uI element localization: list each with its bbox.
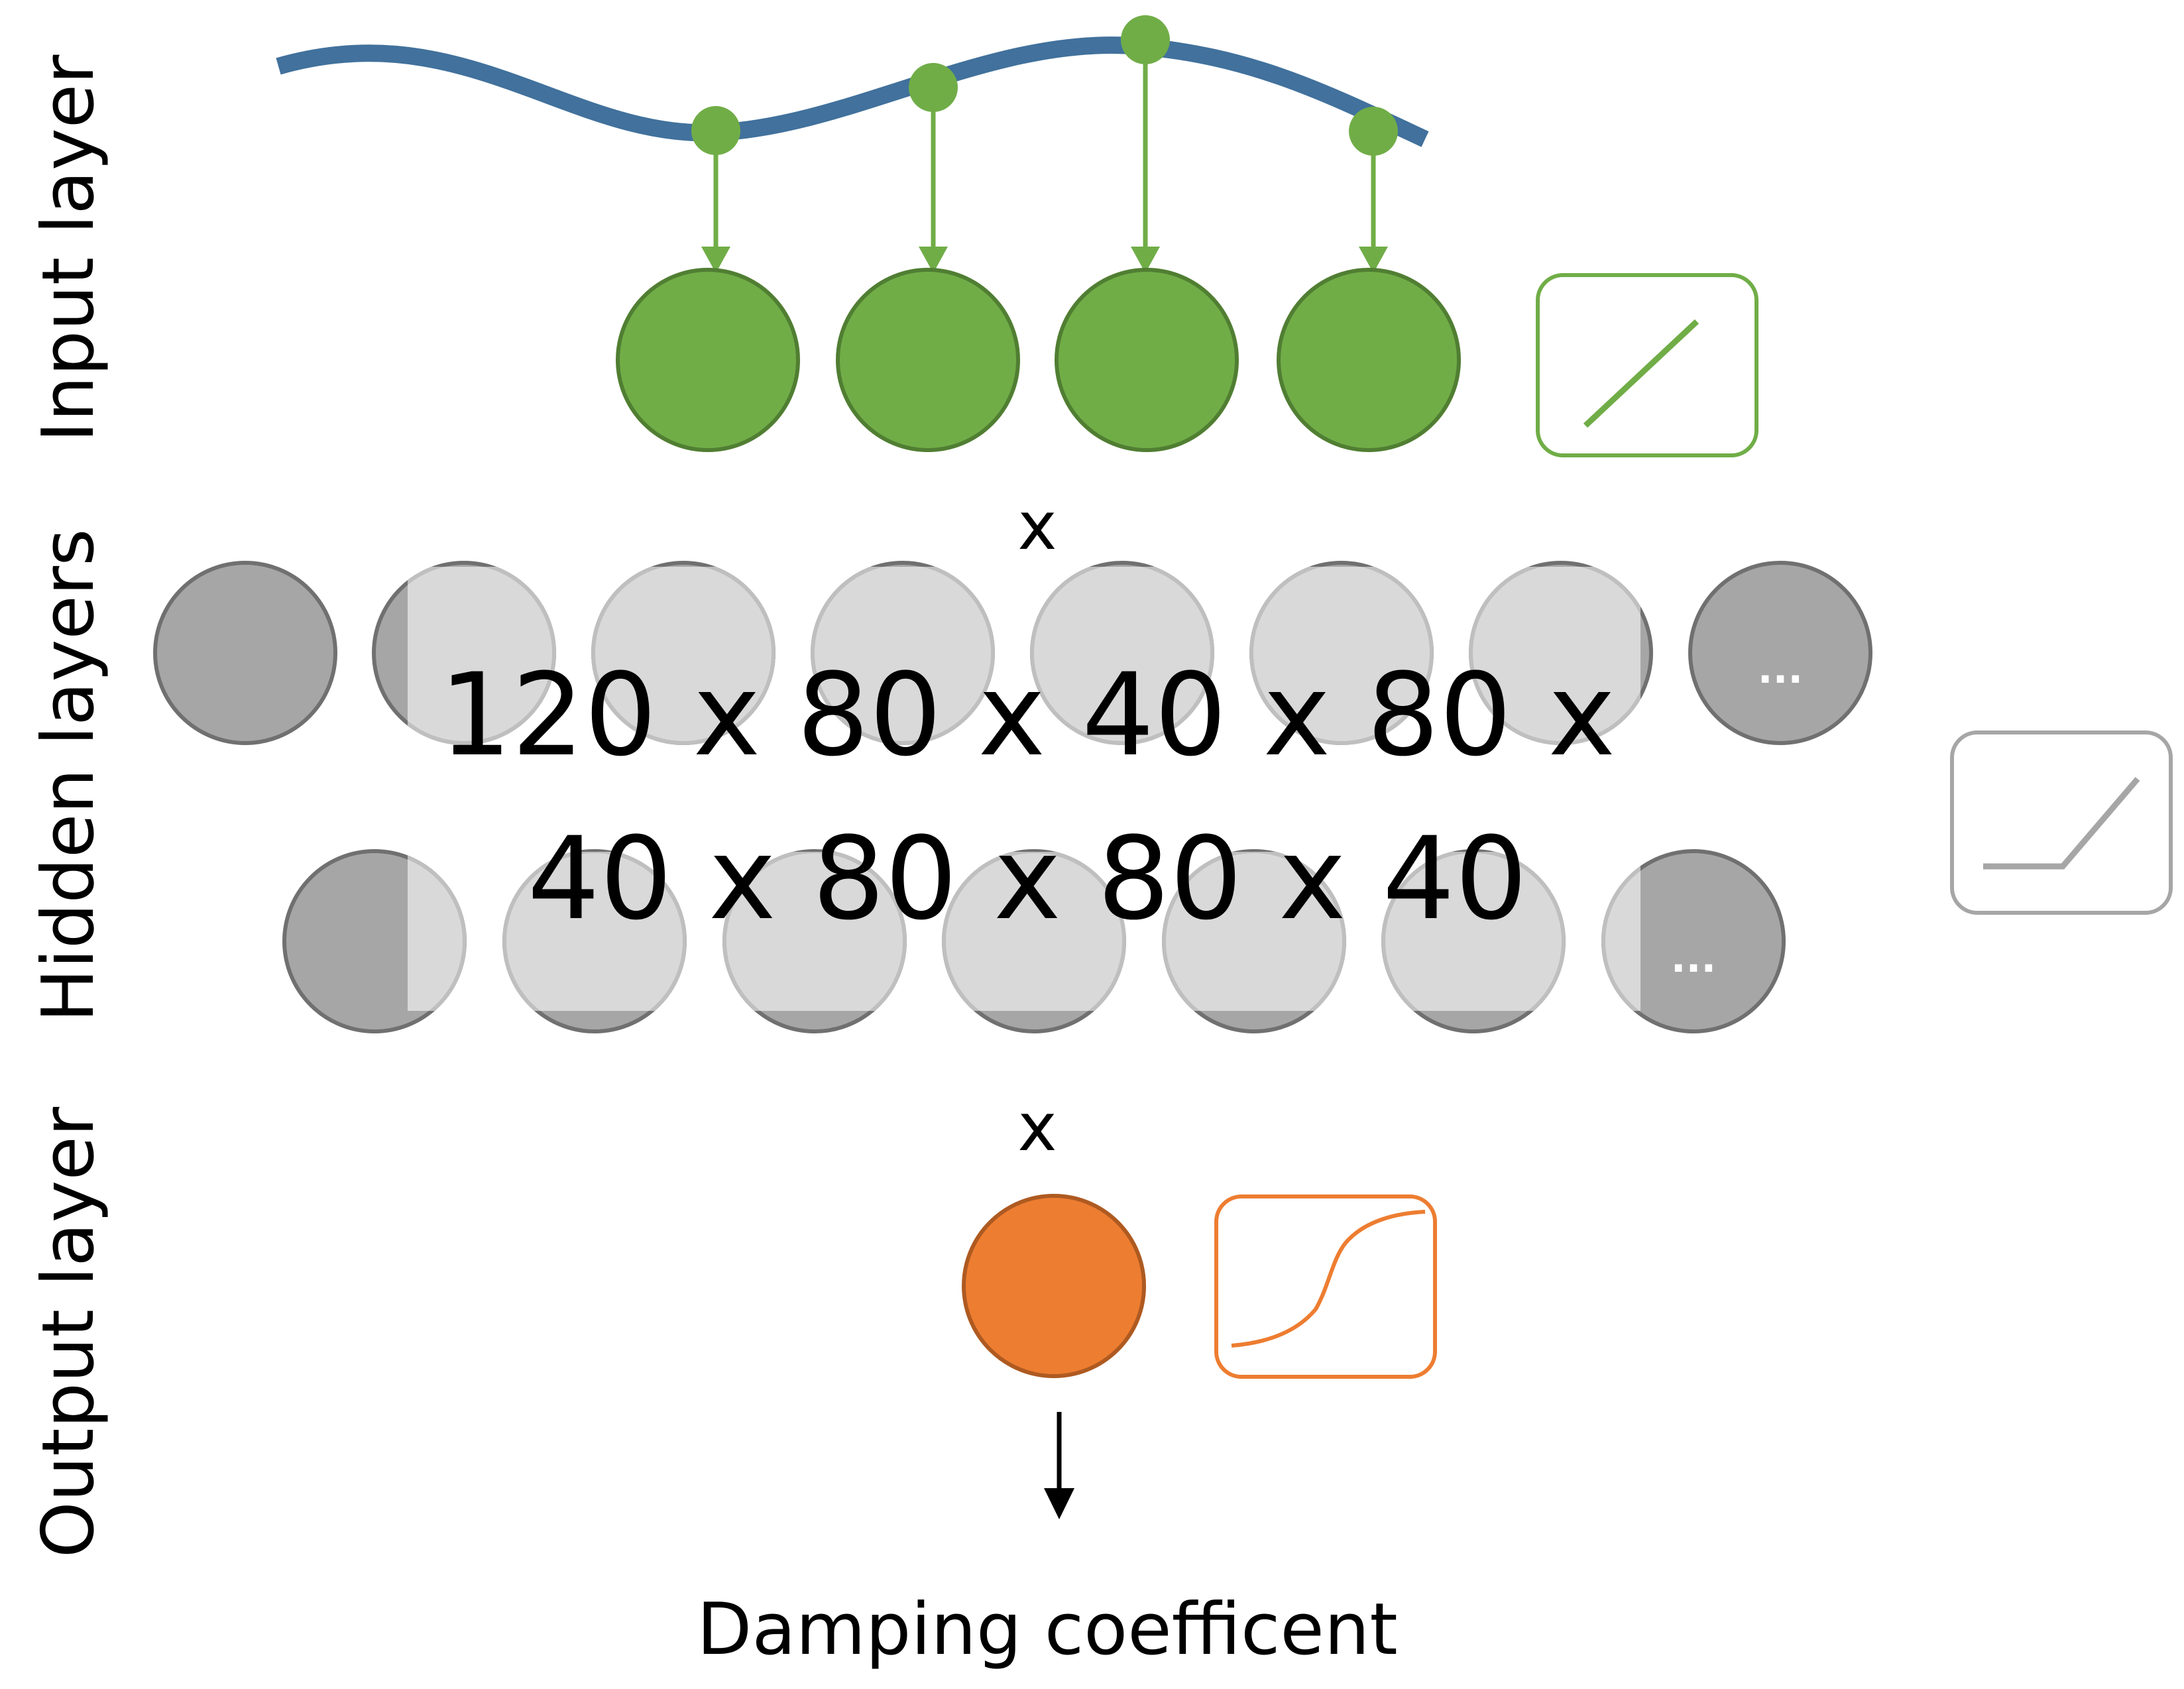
output-neuron — [962, 1194, 1146, 1378]
input-neuron — [1055, 268, 1239, 452]
output-layer-label: Output layer — [27, 1106, 110, 1558]
hidden-neuron — [1688, 561, 1872, 745]
hidden-overlay-row-2 — [408, 852, 1640, 1011]
input-neurons — [616, 268, 1461, 452]
ellipsis-row-2: ... — [1671, 935, 1716, 982]
sample-points — [691, 15, 1398, 156]
input-signal-wave — [276, 36, 1429, 147]
sigmoid-icon — [1214, 1194, 1437, 1379]
hidden-sizes-line-1: 120 x 80 x 40 x 80 x — [439, 648, 1616, 782]
input-neuron — [1277, 268, 1461, 452]
sample-point — [1121, 15, 1170, 64]
input-neuron — [616, 268, 800, 452]
output-name: Damping coefficent — [697, 1588, 1397, 1671]
sample-point — [1349, 107, 1398, 156]
hidden-neuron — [153, 561, 337, 745]
linear-icon — [1536, 273, 1758, 457]
hidden-layers-label: Hidden layers — [27, 529, 110, 1023]
input-neuron — [836, 268, 1020, 452]
hidden-sizes-line-2: 40 x 80 x 80 x 40 — [528, 812, 1528, 945]
relu-icon — [1950, 730, 2173, 915]
input-layer-label: Input layer — [27, 54, 110, 443]
multiply-symbol: x — [1017, 487, 1057, 565]
sample-point — [691, 106, 740, 155]
hidden-overlay-row-1 — [408, 567, 1640, 745]
output-arrow — [1044, 1412, 1074, 1519]
multiply-symbol: x — [1017, 1088, 1057, 1166]
sample-point — [909, 63, 958, 112]
ellipsis-row-1: ... — [1758, 646, 1803, 693]
